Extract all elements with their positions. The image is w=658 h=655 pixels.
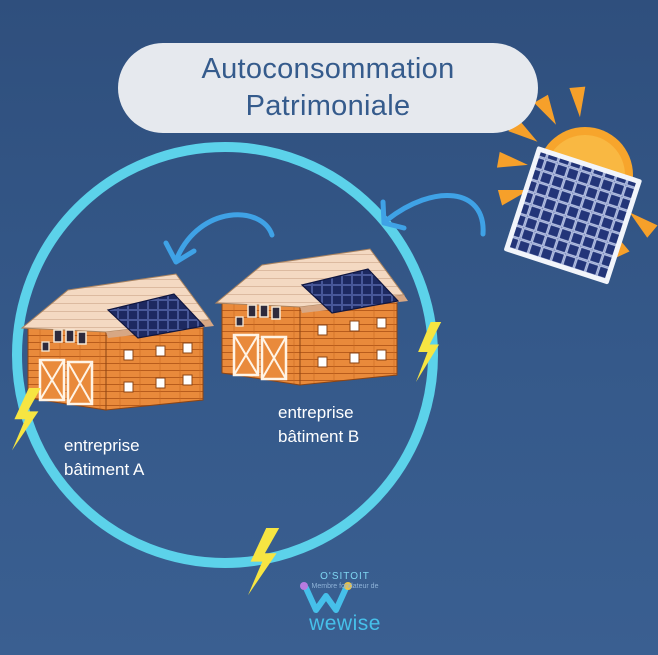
brand-footer: O'SITOIT Membre fondateur de wewise [290,571,400,636]
solar-panel-icon [504,146,642,285]
title-line-2: Patrimoniale [245,90,411,122]
building-a-label-line-2: bâtiment A [64,460,145,479]
title-line-1: Autoconsommation [201,53,455,85]
barn-icon [20,272,216,412]
energy-loop-ring [12,142,438,568]
brand-subtitle: Membre fondateur de [311,583,379,590]
building-b-label-line-2: bâtiment B [278,427,360,446]
curved-arrow-icon [380,193,486,237]
building-b-label-line-1: entreprise [278,403,354,422]
wewise-logo-icon [300,582,352,613]
building-a-label: entreprise bâtiment A [64,434,144,482]
building-a-label-line-1: entreprise [64,436,140,455]
brand-wordmark: wewise [309,612,381,635]
title-banner: Autoconsommation Patrimoniale [118,43,538,133]
building-b-label: entreprise bâtiment B [278,401,359,449]
curved-arrow-icon [163,212,275,265]
brand-top-text: O'SITOIT [320,571,370,582]
barn-icon [214,247,410,387]
